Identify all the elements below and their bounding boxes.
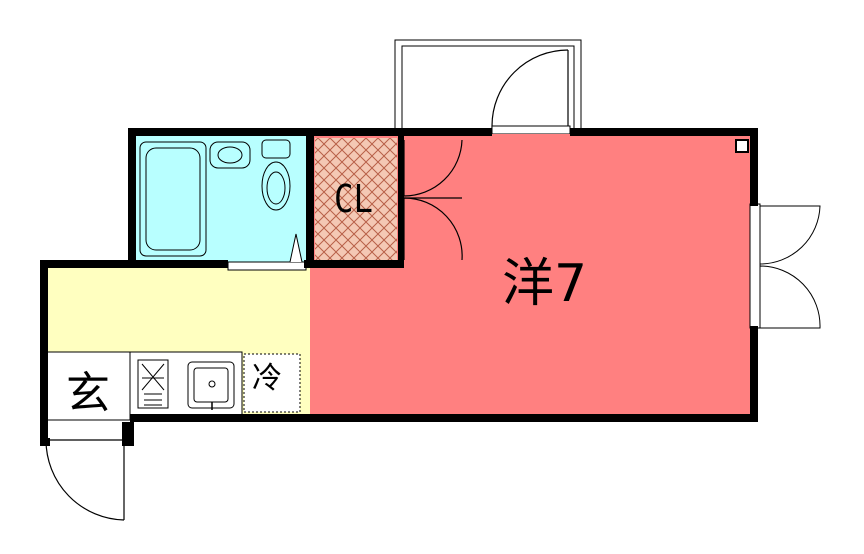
western-room-label: 洋7 — [502, 254, 588, 314]
toilet — [261, 139, 291, 211]
closet-label: CL — [334, 177, 373, 221]
walls — [40, 128, 758, 446]
entrance-door — [45, 439, 125, 521]
closet-door — [403, 139, 463, 261]
bathroom — [134, 136, 306, 262]
wash-basin — [209, 141, 251, 169]
column-marker — [735, 139, 749, 153]
closet — [315, 138, 397, 260]
balcony — [394, 39, 582, 133]
bathtub — [139, 141, 207, 257]
balcony-door — [491, 49, 571, 135]
entrance-label: 玄 — [66, 368, 110, 419]
refrigerator-space — [243, 353, 301, 413]
side-window — [749, 203, 821, 329]
kitchen-counter — [129, 351, 243, 417]
refrigerator-label: 冷 — [252, 361, 282, 396]
